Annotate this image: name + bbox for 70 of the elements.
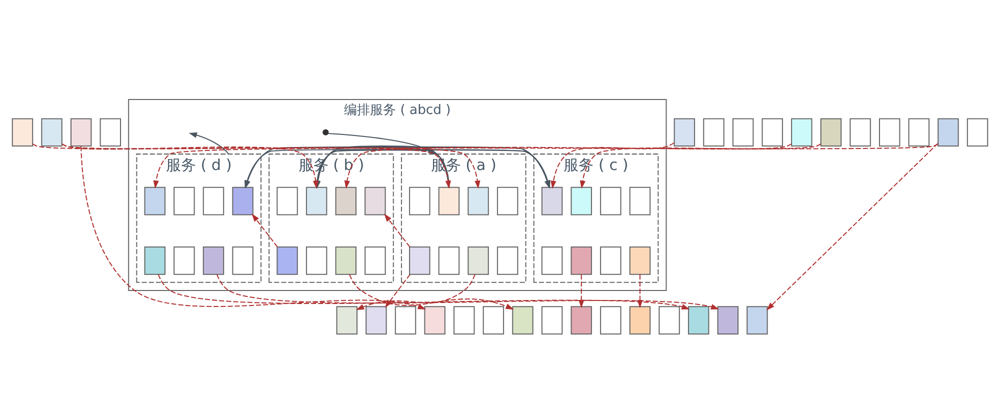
node-box <box>512 306 534 334</box>
node-box <box>276 246 298 274</box>
node-box <box>70 118 92 146</box>
node-box <box>232 186 254 215</box>
node-box <box>629 306 651 334</box>
node-box <box>674 118 696 146</box>
node-box <box>570 246 592 274</box>
node-box <box>174 246 195 274</box>
node-box <box>202 186 224 215</box>
arrow <box>188 132 230 154</box>
node-box <box>41 118 62 146</box>
node-box <box>600 306 622 334</box>
node-box <box>717 306 738 334</box>
node-box <box>629 186 651 215</box>
node-box <box>202 246 224 274</box>
node-box <box>409 246 430 274</box>
node-box <box>276 186 298 215</box>
node-box <box>454 306 475 334</box>
node-box <box>144 186 166 215</box>
node-box <box>762 118 783 146</box>
node-box <box>791 118 812 146</box>
node-box <box>658 306 680 334</box>
node-box <box>908 118 930 146</box>
node-box <box>424 306 446 334</box>
node-box <box>100 118 122 146</box>
arrow <box>550 142 674 188</box>
node-box <box>496 246 518 274</box>
node-box <box>600 246 622 274</box>
arrow <box>252 213 278 247</box>
node-box <box>438 246 460 274</box>
cluster: 服务 ( c ) <box>533 153 659 282</box>
node-box <box>850 118 871 146</box>
node-box <box>496 186 518 215</box>
node-box <box>703 118 724 146</box>
node-box <box>541 306 563 334</box>
node-box <box>12 118 34 146</box>
node-box <box>335 246 356 274</box>
node-box <box>335 186 356 215</box>
arrow <box>384 213 410 247</box>
node-box <box>629 246 651 274</box>
node-box <box>541 186 563 215</box>
node-box <box>364 246 386 274</box>
node-box <box>366 306 387 334</box>
node-box <box>746 306 768 334</box>
node-box <box>468 186 489 215</box>
node-box <box>938 118 959 146</box>
node-box <box>482 306 504 334</box>
node-box <box>336 306 358 334</box>
cluster: 服务 ( d ) <box>136 153 262 282</box>
node-box <box>364 186 386 215</box>
node-box <box>306 186 328 215</box>
node-box <box>174 186 195 215</box>
node-box <box>878 118 900 146</box>
node-box <box>688 306 710 334</box>
node-box <box>409 186 430 215</box>
node-box <box>394 306 416 334</box>
arrow <box>580 142 792 188</box>
node-box <box>232 246 254 274</box>
node-box <box>600 186 622 215</box>
node-box <box>570 186 592 215</box>
node-box <box>144 246 166 274</box>
node-box <box>820 118 842 146</box>
node-box <box>732 118 754 146</box>
node-box <box>468 246 489 274</box>
node-box <box>570 306 592 334</box>
arrow <box>766 142 938 310</box>
node-box <box>306 246 328 274</box>
node-box <box>966 118 988 146</box>
node-box <box>541 246 563 274</box>
node-box <box>438 186 460 215</box>
